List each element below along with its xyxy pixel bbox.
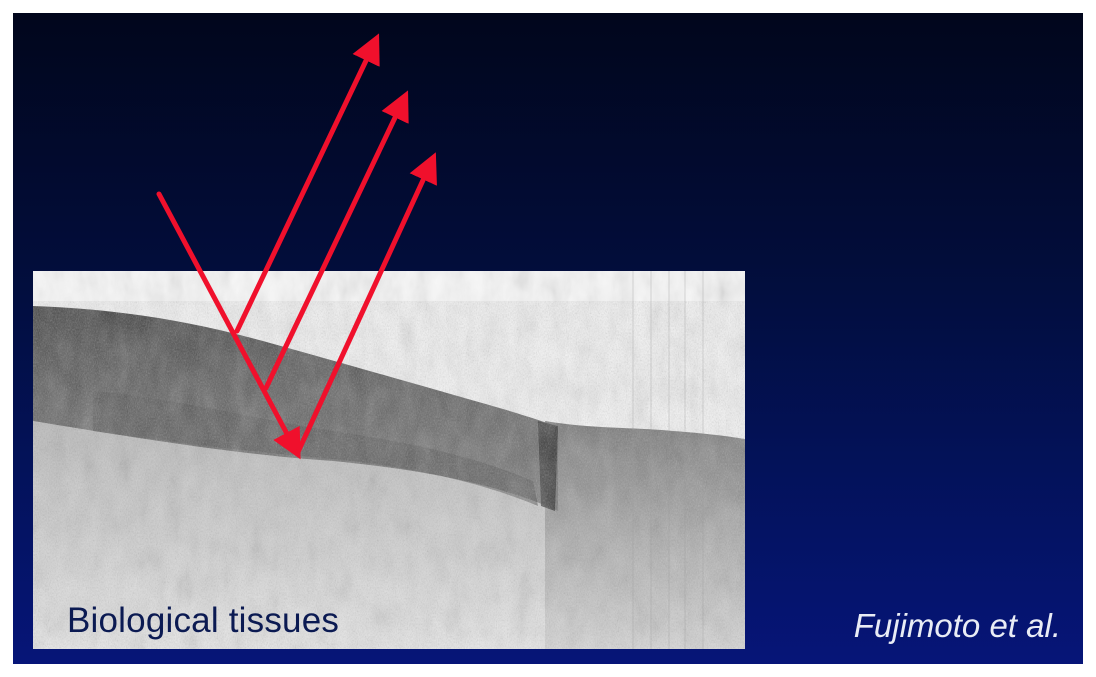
reflected-ray-1 xyxy=(237,46,373,331)
slide-canvas: Biological tissues Fujimoto et al. xyxy=(13,13,1083,664)
reflected-ray-2 xyxy=(266,103,402,388)
incident-ray xyxy=(159,194,294,447)
light-ray-arrows xyxy=(13,13,1083,664)
reflected-ray-3 xyxy=(298,165,430,452)
